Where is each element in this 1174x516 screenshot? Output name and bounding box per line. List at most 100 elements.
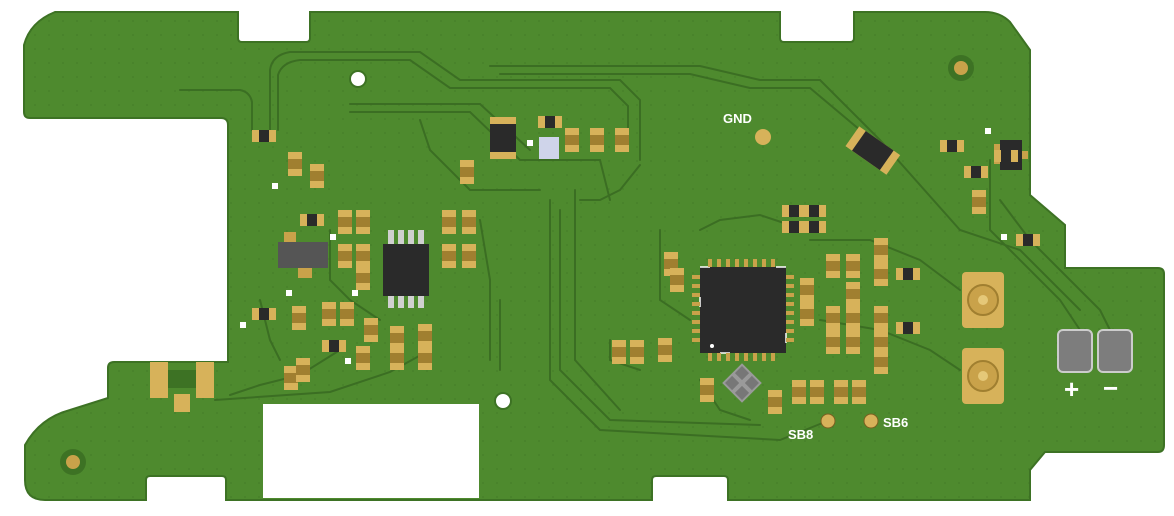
smd-component [852, 380, 866, 404]
smd-component [460, 160, 474, 184]
mcu-pin [744, 259, 748, 267]
smd-component [442, 210, 456, 234]
smd-component [782, 205, 806, 217]
smd-component [826, 306, 840, 330]
mcu-chip [699, 266, 787, 354]
mcu-pin [692, 311, 700, 315]
regulator [278, 232, 328, 278]
mcu-pin [744, 353, 748, 361]
smd-component [322, 302, 336, 326]
smd-component [390, 346, 404, 370]
smd-component [964, 166, 988, 178]
smd-component [994, 150, 1018, 162]
mcu-pin [717, 353, 721, 361]
mcu-pin [692, 320, 700, 324]
battery-pad-minus [1097, 329, 1133, 373]
antenna-connector-2 [962, 348, 1004, 404]
mcu-pin [786, 302, 794, 306]
smd-component [310, 164, 324, 188]
smd-component [846, 254, 860, 278]
smd-component [612, 340, 626, 364]
smd-component [356, 266, 370, 290]
smd-component [874, 238, 888, 262]
minus-label: − [1103, 373, 1118, 403]
mcu-pin [762, 353, 766, 361]
smd-component [538, 116, 562, 128]
passive-components [252, 116, 1040, 414]
smd-component [300, 214, 324, 226]
smd-component [800, 302, 814, 326]
smd-component [442, 244, 456, 268]
smd-component [940, 140, 964, 152]
smd-component [846, 306, 860, 330]
smd-component [670, 268, 684, 292]
copper-traces [179, 51, 1111, 442]
sb6-label: SB6 [883, 415, 908, 430]
mcu-pins [692, 259, 794, 361]
mcu-pin [692, 302, 700, 306]
mcu-pin [786, 284, 794, 288]
smd-component [364, 318, 378, 342]
battery-pad-plus [1057, 329, 1093, 373]
mcu-pin [708, 259, 712, 267]
mcu-pin [762, 259, 766, 267]
mcu-pin [717, 259, 721, 267]
smd-component [874, 306, 888, 330]
solder-bridge-sb6 [863, 413, 879, 429]
smd-component [846, 330, 860, 354]
smd-component [826, 254, 840, 278]
smd-component [462, 210, 476, 234]
smd-component [630, 340, 644, 364]
smd-component [340, 302, 354, 326]
smd-component [284, 366, 298, 390]
smd-component [418, 346, 432, 370]
smd-component [292, 306, 306, 330]
smd-component [810, 380, 824, 404]
smd-component [356, 210, 370, 234]
smd-component [590, 128, 604, 152]
smd-component [802, 221, 826, 233]
smd-component [462, 244, 476, 268]
mcu-pin [708, 353, 712, 361]
mcu-pin [786, 338, 794, 342]
smd-component [356, 244, 370, 268]
smd-component [896, 322, 920, 334]
smd-component [565, 128, 579, 152]
sb8-label: SB8 [788, 427, 813, 442]
ic-chip-left [383, 230, 429, 308]
smd-component [700, 378, 714, 402]
smd-component [252, 308, 276, 320]
mcu-pin [786, 311, 794, 315]
smd-component [1016, 234, 1040, 246]
gnd-label: GND [723, 111, 752, 126]
mounting-holes [60, 55, 974, 475]
crystal [722, 363, 762, 403]
mcu-pin [692, 284, 700, 288]
mcu-pin [786, 329, 794, 333]
switch-pads [150, 362, 214, 412]
mcu-pin [692, 329, 700, 333]
smd-component [658, 338, 672, 362]
smd-component [896, 268, 920, 280]
smd-component [322, 340, 346, 352]
mcu-pin [786, 293, 794, 297]
mcu-pin [735, 259, 739, 267]
smd-component [826, 330, 840, 354]
inductor [490, 117, 559, 159]
mcu-pin [771, 259, 775, 267]
smd-component [874, 330, 888, 354]
smd-component [782, 221, 806, 233]
smd-component [356, 346, 370, 370]
solder-bridge-sb8 [820, 413, 836, 429]
mcu-pin [786, 320, 794, 324]
smd-component [834, 380, 848, 404]
mcu-pin [771, 353, 775, 361]
gnd-test-point [755, 129, 771, 145]
silk-dots [240, 128, 1007, 364]
smd-component [615, 128, 629, 152]
smd-component [800, 278, 814, 302]
smd-component [252, 130, 276, 142]
mcu-pin [726, 259, 730, 267]
label-area [263, 404, 479, 498]
